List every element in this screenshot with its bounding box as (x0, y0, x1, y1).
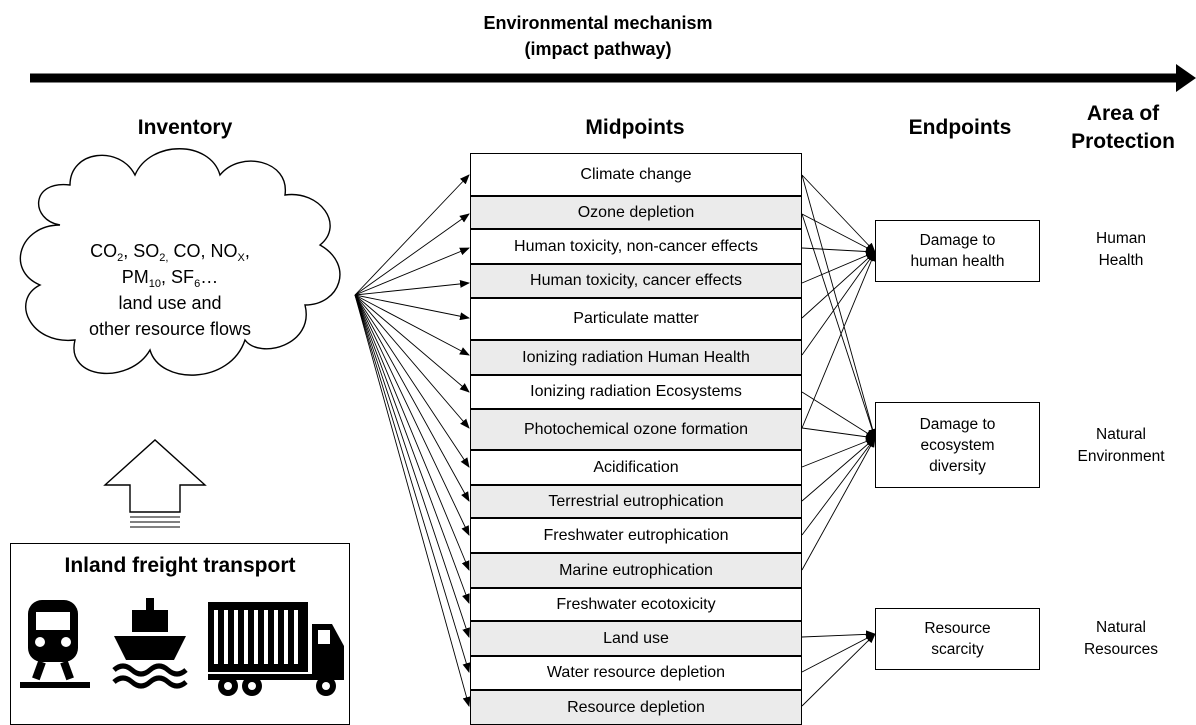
endpoint-connector (801, 437, 876, 571)
fan-arrow (354, 213, 470, 296)
fan-arrow (354, 294, 470, 571)
midpoint-human-toxicity-cancer-effects: Human toxicity, cancer effects (470, 264, 802, 298)
impact-pathway-line1: Environmental mechanism (483, 13, 713, 33)
aop-natural-resources: Natural Resources (1083, 619, 1159, 658)
fan-arrow (354, 294, 471, 673)
transport-title: Inland freight transport (64, 554, 296, 577)
endpoint-connector (801, 247, 876, 256)
aop-heading-line2: Protection (1071, 130, 1175, 153)
fan-arrow (354, 294, 471, 707)
midpoint-particulate-matter: Particulate matter (470, 298, 802, 340)
fan-arrow (354, 294, 470, 536)
midpoint-human-toxicity-non-cancer-effects: Human toxicity, non-cancer effects (470, 229, 802, 264)
endpoint-connector (801, 213, 876, 253)
impact-pathway-line2: (impact pathway) (524, 39, 672, 59)
endpoint-connector (801, 174, 876, 253)
ship-icon (112, 598, 188, 689)
emissions-line2: PM10, SF6… (121, 267, 219, 290)
inventory-cloud (19, 148, 341, 376)
midpoint-terrestrial-eutrophication: Terrestrial eutrophication (470, 485, 802, 518)
fan-arrow (354, 294, 470, 429)
endpoint-connector (801, 630, 876, 639)
endpoint-connector (801, 633, 876, 707)
midpoint-freshwater-eutrophication: Freshwater eutrophication (470, 518, 802, 553)
fan-arrow (354, 174, 470, 296)
fan-arrow (354, 294, 470, 502)
midpoint-freshwater-ecotoxicity: Freshwater ecotoxicity (470, 588, 802, 621)
inventory-heading: Inventory (137, 116, 233, 139)
midpoint-climate-change: Climate change (470, 153, 802, 196)
aop-human-health: Human Health (1096, 230, 1146, 269)
fan-arrow (354, 247, 470, 296)
midpoint-land-use: Land use (470, 621, 802, 656)
resource-line2: other resource flows (88, 319, 252, 339)
endpoint-ecosystem-diversity: Damage to ecosystem diversity (875, 402, 1040, 488)
midpoints-heading: Midpoints (585, 116, 685, 139)
endpoint-connector (801, 437, 876, 468)
endpoint-resource-scarcity: Resource scarcity (875, 608, 1040, 670)
fan-arrow (354, 294, 470, 356)
train-icon (20, 600, 90, 688)
endpoint-connector (801, 251, 876, 356)
endpoint-connector (801, 437, 876, 502)
endpoint-connector (801, 251, 876, 284)
endpoint-human-health: Damage to human health (875, 220, 1040, 282)
fan-arrow (354, 294, 470, 604)
impact-pathway-title: Environmental mechanism (impact pathway) (448, 10, 748, 62)
truck-icon (208, 602, 344, 696)
midpoint-marine-eutrophication: Marine eutrophication (470, 553, 802, 588)
midpoint-resource-depletion: Resource depletion (470, 690, 802, 725)
area-of-protection-heading: Area of Protection (1056, 100, 1190, 156)
midpoint-water-resource-depletion: Water resource depletion (470, 656, 802, 690)
midpoint-photochemical-ozone-formation: Photochemical ozone formation (470, 409, 802, 450)
midpoint-ionizing-radiation-human-health: Ionizing radiation Human Health (470, 340, 802, 375)
endpoint-connector (801, 427, 876, 441)
midpoint-acidification: Acidification (470, 450, 802, 485)
endpoint-connector (801, 437, 876, 536)
inventory-flows-text: CO2, SO2, CO, NOX, PM10, SF6… land use a… (40, 238, 300, 342)
midpoint-ionizing-radiation-ecosystems: Ionizing radiation Ecosystems (470, 375, 802, 409)
fan-arrow (354, 294, 470, 393)
fan-arrow (354, 294, 470, 468)
impact-pathway-arrowhead (1176, 64, 1196, 92)
endpoint-connector (801, 213, 877, 439)
aop-heading-line1: Area of (1086, 102, 1160, 125)
endpoint-connector (801, 251, 876, 429)
fan-arrow (354, 294, 470, 321)
endpoints-heading: Endpoints (908, 116, 1012, 139)
emissions-line1: CO2, SO2, CO, NOX, (90, 241, 250, 264)
up-arrow (103, 439, 207, 513)
midpoint-ozone-depletion: Ozone depletion (470, 196, 802, 229)
transport-box: Inland freight transport (10, 543, 350, 725)
fan-arrow (354, 279, 470, 296)
endpoint-connector (801, 174, 877, 439)
endpoint-connector (801, 251, 876, 319)
endpoint-connector (801, 633, 876, 673)
resource-line1: land use and (118, 293, 222, 313)
aop-natural-environment: Natural Environment (1077, 426, 1165, 465)
fan-arrow (354, 294, 470, 638)
